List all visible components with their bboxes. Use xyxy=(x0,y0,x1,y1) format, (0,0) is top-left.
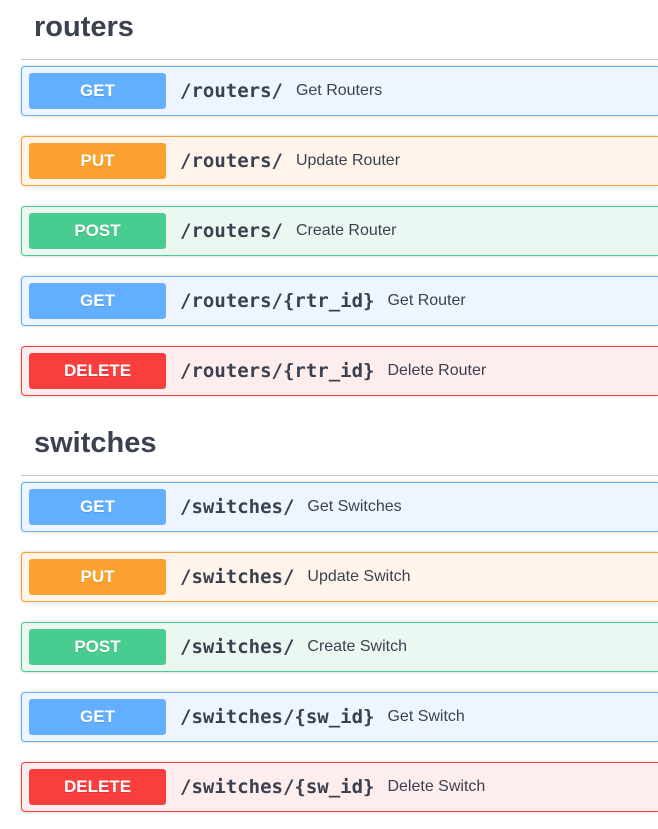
operation-get-switches[interactable]: GET /switches/ Get Switches xyxy=(21,482,658,532)
operation-get-switch[interactable]: GET /switches/{sw_id} Get Switch xyxy=(21,692,658,742)
method-badge: DELETE xyxy=(29,769,166,805)
operation-path: /switches/ xyxy=(180,496,295,518)
method-badge: GET xyxy=(29,73,166,109)
operation-path: /routers/ xyxy=(180,220,283,242)
operation-path: /routers/ xyxy=(180,150,283,172)
operation-update-switch[interactable]: PUT /switches/ Update Switch xyxy=(21,552,658,602)
operation-create-switch[interactable]: POST /switches/ Create Switch xyxy=(21,622,658,672)
operation-path: /switches/{sw_id} xyxy=(180,706,375,728)
operation-summary: Update Router xyxy=(295,152,401,169)
method-badge: POST xyxy=(29,629,166,665)
operation-create-router[interactable]: POST /routers/ Create Router xyxy=(21,206,658,256)
method-badge: POST xyxy=(29,213,166,249)
operations-list: GET /routers/ Get Routers PUT /routers/ … xyxy=(21,60,658,396)
tag-title: switches xyxy=(34,427,157,459)
operation-summary: Get Routers xyxy=(295,82,383,99)
method-badge: GET xyxy=(29,699,166,735)
tag-section-routers: routers GET /routers/ Get Routers PUT /r… xyxy=(21,0,658,396)
operation-path: /switches/{sw_id} xyxy=(180,776,375,798)
method-badge: PUT xyxy=(29,559,166,595)
operation-path: /routers/ xyxy=(180,80,283,102)
operation-update-router[interactable]: PUT /routers/ Update Router xyxy=(21,136,658,186)
operation-path: /routers/{rtr_id} xyxy=(180,360,375,382)
tag-title: routers xyxy=(34,11,134,43)
operations-list: GET /switches/ Get Switches PUT /switche… xyxy=(21,476,658,812)
method-badge: GET xyxy=(29,489,166,525)
method-badge: GET xyxy=(29,283,166,319)
operation-summary: Update Switch xyxy=(307,568,411,585)
method-badge: PUT xyxy=(29,143,166,179)
operation-summary: Delete Router xyxy=(387,362,487,379)
operation-path: /routers/{rtr_id} xyxy=(180,290,375,312)
tag-section-switches: switches GET /switches/ Get Switches PUT… xyxy=(21,416,658,812)
tag-header-routers[interactable]: routers xyxy=(21,0,658,60)
operation-summary: Get Switch xyxy=(387,708,465,725)
method-badge: DELETE xyxy=(29,353,166,389)
operation-get-router[interactable]: GET /routers/{rtr_id} Get Router xyxy=(21,276,658,326)
operation-delete-router[interactable]: DELETE /routers/{rtr_id} Delete Router xyxy=(21,346,658,396)
operation-get-routers[interactable]: GET /routers/ Get Routers xyxy=(21,66,658,116)
operation-path: /switches/ xyxy=(180,636,295,658)
operation-summary: Get Switches xyxy=(307,498,402,515)
operation-summary: Get Router xyxy=(387,292,466,309)
operation-path: /switches/ xyxy=(180,566,295,588)
operation-summary: Create Router xyxy=(295,222,397,239)
tag-header-switches[interactable]: switches xyxy=(21,416,658,476)
operation-summary: Delete Switch xyxy=(387,778,486,795)
operation-summary: Create Switch xyxy=(307,638,407,655)
operation-delete-switch[interactable]: DELETE /switches/{sw_id} Delete Switch xyxy=(21,762,658,812)
